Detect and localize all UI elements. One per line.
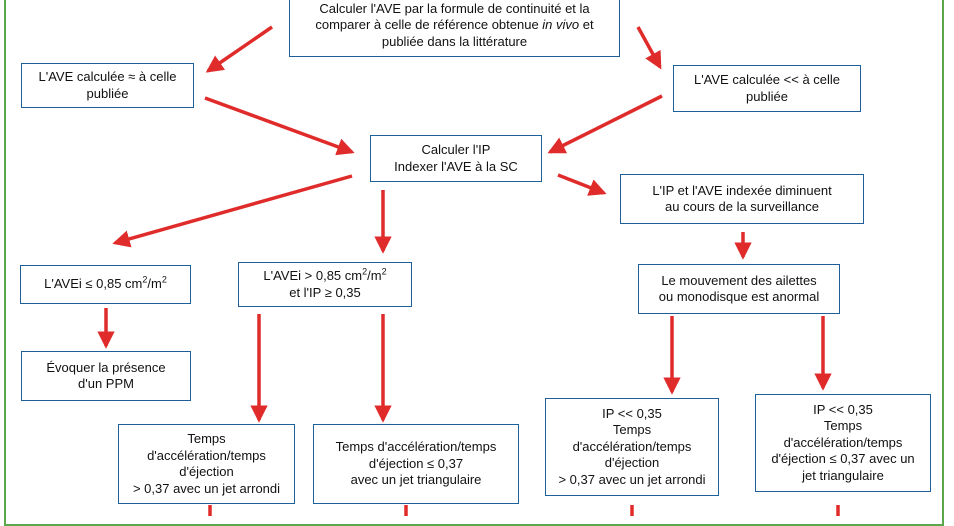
node-calculate-ip-line2: Indexer l'AVE à la SC: [394, 158, 518, 174]
node-calculate-ave-line3: publiée dans la littérature: [381, 33, 528, 49]
node-ip-rounded-line2: Temps: [612, 422, 652, 438]
arrow-approx-to-ip: [204, 96, 355, 156]
node-avei-low-sup1: 2: [142, 274, 148, 285]
node-avei-high-sup2: 2: [381, 266, 387, 277]
node-triangular-line2: d'éjection ≤ 0,37: [368, 455, 464, 471]
node-ip-triangular-jet: IP << 0,35 Temps d'accélération/temps d'…: [755, 394, 931, 492]
node-calculate-ave-line2: comparer à celle de référence obtenue in…: [315, 17, 593, 34]
node-ip-rounded-line4: d'éjection: [604, 455, 660, 471]
node-calculate-ip: Calculer l'IP Indexer l'AVE à la SC: [370, 135, 542, 182]
node-calculate-ave-line2c: et: [579, 17, 594, 33]
node-avei-low: L'AVEi ≤ 0,85 cm2/m2: [20, 265, 191, 304]
node-rounded-line4: > 0,37 avec un jet arrondi: [132, 480, 281, 496]
node-rounded-line1: Temps: [187, 431, 226, 446]
node-triangular-jet: Temps d'accélération/temps d'éjection ≤ …: [313, 424, 519, 504]
node-avei-high: L'AVEi > 0,85 cm2/m2 et l'IP ≥ 0,35: [238, 262, 412, 307]
node-ip-ave-decrease: L'IP et l'AVE indexée diminuent au cours…: [620, 174, 864, 224]
node-ip-rounded-line5: > 0,37 avec un jet arrondi: [558, 471, 706, 487]
node-evoke-ppm: Évoquer la présence d'un PPM: [21, 351, 191, 401]
arrow-top-to-approx: [205, 25, 273, 73]
node-ip-triangular-line2: Temps: [823, 418, 863, 434]
node-ave-approx-line1: L'AVE calculée ≈ à celle: [38, 69, 177, 84]
node-ave-less-line2: publiée: [746, 88, 788, 104]
node-triangular-line1: Temps d'accélération/temps: [335, 439, 497, 455]
node-avei-high-b: /m: [367, 268, 382, 283]
node-avei-high-a: L'AVEi > 0,85 cm: [263, 268, 363, 283]
node-calculate-ave-line2a: comparer à celle de référence obtenue: [315, 17, 543, 33]
node-calculate-ave-in-vivo: in vivo: [542, 17, 580, 33]
node-rounded-line3: d'éjection: [179, 464, 234, 479]
node-ip-rounded-line3: d'accélération/temps: [572, 438, 692, 454]
arrow-top-to-less: [636, 26, 662, 70]
node-ave-less-line1: L'AVE calculée << à celle: [693, 72, 841, 87]
node-movement-abnormal: Le mouvement des ailettes ou monodisque …: [638, 264, 840, 314]
node-ip-rounded-line1: IP << 0,35: [602, 405, 662, 421]
node-triangular-line3: avec un jet triangulaire: [350, 472, 482, 488]
node-rounded-line2: d'accélération/temps: [147, 447, 266, 463]
node-ip-triangular-line5: jet triangulaire: [802, 467, 884, 483]
node-movement-line1: Le mouvement des ailettes: [661, 272, 817, 288]
node-decrease-line1: L'IP et l'AVE indexée diminuent: [652, 182, 832, 198]
node-decrease-line2: au cours de la surveillance: [665, 199, 819, 214]
node-ip-rounded-jet: IP << 0,35 Temps d'accélération/temps d'…: [545, 398, 719, 496]
node-calculate-ip-line1: Calculer l'IP: [421, 142, 491, 157]
node-avei-high-text: L'AVEi > 0,85 cm2/m2: [263, 266, 387, 285]
node-ave-approx-published: L'AVE calculée ≈ à celle publiée: [21, 63, 194, 108]
node-calculate-ave-line1: Calculer l'AVE par la formule de continu…: [319, 0, 590, 16]
node-ip-triangular-line4: d'éjection ≤ 0,37 avec un: [771, 451, 915, 467]
node-avei-low-b: /m: [147, 276, 162, 292]
node-ave-approx-line2: publiée: [86, 85, 129, 101]
arrow-ip-to-decrease: [557, 173, 607, 196]
node-avei-low-text: L'AVEi ≤ 0,85 cm2/m2: [44, 274, 167, 293]
node-ip-triangular-line1: IP << 0,35: [813, 401, 873, 417]
node-ppm-line1: Évoquer la présence: [46, 359, 166, 375]
node-avei-low-sup2: 2: [161, 274, 167, 285]
node-ip-triangular-line3: d'accélération/temps: [783, 434, 903, 450]
node-calculate-ave: Calculer l'AVE par la formule de continu…: [289, 0, 620, 57]
arrow-ip-to-avei-low: [112, 174, 353, 248]
node-avei-high-line2: et l'IP ≥ 0,35: [289, 284, 361, 300]
node-avei-high-sup1: 2: [362, 266, 368, 277]
node-ave-less-published: L'AVE calculée << à celle publiée: [673, 65, 861, 112]
node-rounded-jet: Temps d'accélération/temps d'éjection > …: [118, 424, 295, 504]
node-movement-line2: ou monodisque est anormal: [658, 289, 820, 304]
node-ppm-line2: d'un PPM: [78, 376, 134, 391]
arrow-less-to-ip: [547, 94, 663, 154]
node-avei-low-a: L'AVEi ≤ 0,85 cm: [44, 276, 143, 292]
